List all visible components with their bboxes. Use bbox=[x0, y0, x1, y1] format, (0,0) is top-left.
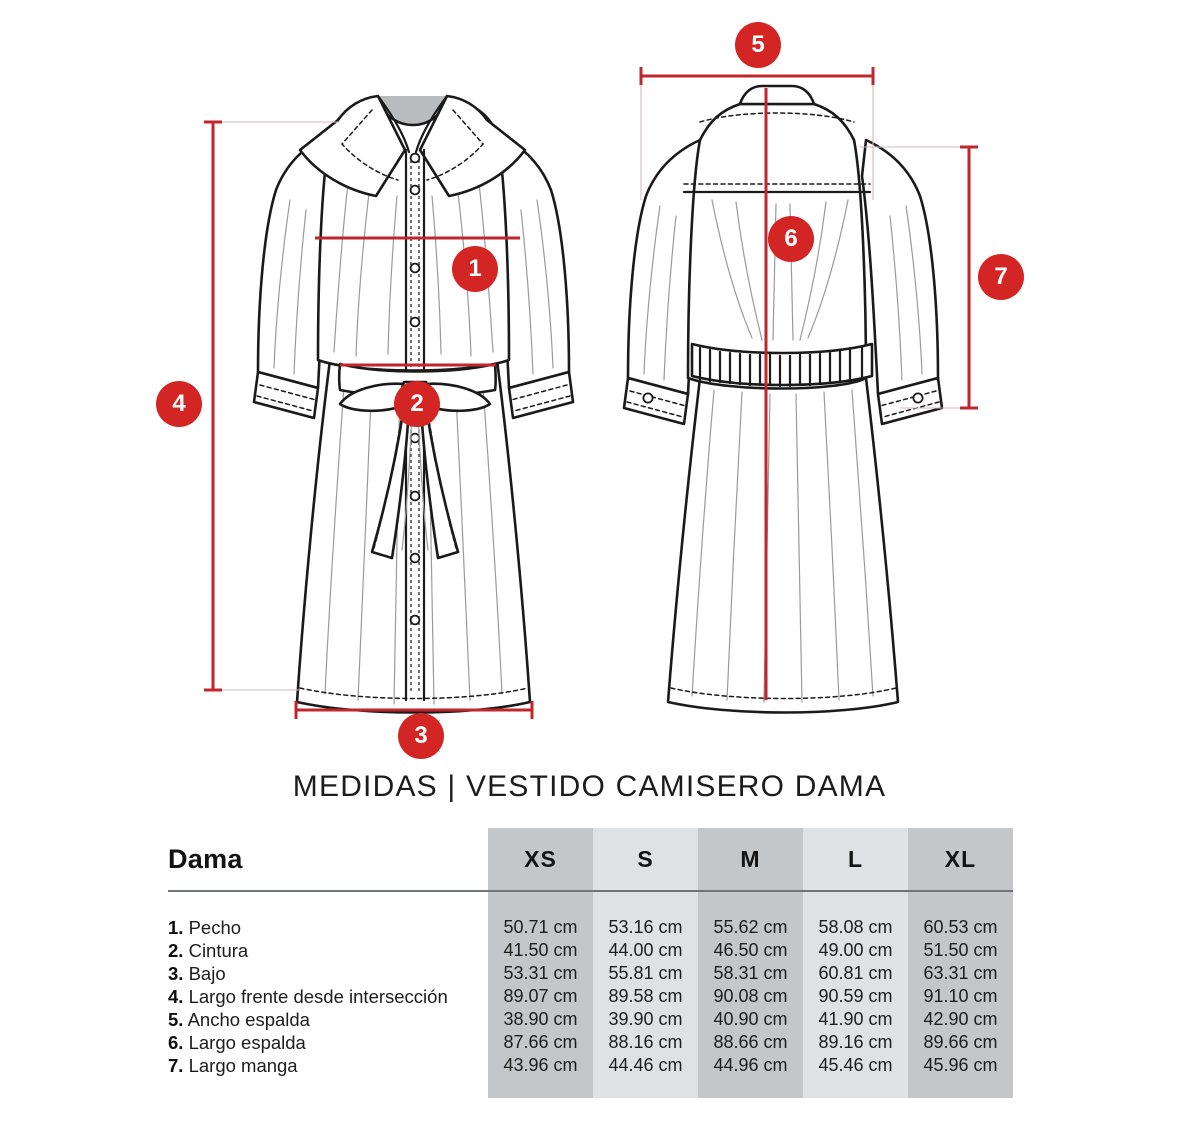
row-number-7: 7. bbox=[168, 1054, 184, 1076]
brand-label: Dama bbox=[168, 843, 243, 874]
row-label-3: 3. Bajo bbox=[168, 962, 488, 985]
cell-1-xs: 50.71 cm bbox=[503, 917, 578, 937]
cell-3-m: 58.31 cm bbox=[713, 963, 788, 983]
marker-badge-2: 2 bbox=[394, 381, 440, 427]
cell-4-xs: 89.07 cm bbox=[503, 986, 578, 1006]
cell-7-s: 44.46 cm bbox=[608, 1055, 683, 1075]
front-view-group bbox=[252, 94, 575, 714]
cell-3-s: 55.81 cm bbox=[608, 963, 683, 983]
cell-5-m: 40.90 cm bbox=[713, 1009, 788, 1029]
cell-1-s: 53.16 cm bbox=[608, 917, 683, 937]
cell-3-l: 60.81 cm bbox=[818, 963, 893, 983]
marker-label-2: 2 bbox=[410, 390, 424, 417]
dimension-lines bbox=[204, 67, 978, 719]
cell-7-xs: 43.96 cm bbox=[503, 1055, 578, 1075]
row-number-2: 2. bbox=[168, 939, 184, 961]
cell-6-s: 88.16 cm bbox=[608, 1032, 683, 1052]
elastic-waistband bbox=[690, 342, 874, 388]
cell-5-xs: 38.90 cm bbox=[503, 1009, 578, 1029]
row-label-6: 6. Largo espalda bbox=[168, 1031, 488, 1054]
cell-6-xl: 89.66 cm bbox=[923, 1032, 998, 1052]
cell-1-m: 55.62 cm bbox=[713, 917, 788, 937]
cell-2-s: 44.00 cm bbox=[608, 940, 683, 960]
size-chart: Dama XS S M L XL 1. Pecho 50.71 cm 53.16… bbox=[168, 828, 1013, 1077]
row-label-2: 2. Cintura bbox=[168, 939, 488, 962]
header-divider bbox=[168, 890, 1013, 892]
size-header-l: L bbox=[847, 845, 864, 872]
size-header-m: M bbox=[740, 845, 761, 872]
size-header-s: S bbox=[637, 845, 654, 872]
cell-6-l: 89.16 cm bbox=[818, 1032, 893, 1052]
row-number-1: 1. bbox=[168, 916, 184, 938]
row-label-1: 1. Pecho bbox=[168, 916, 488, 939]
row-text-6: Largo espalda bbox=[188, 1031, 306, 1053]
table-row: 5. Ancho espalda 38.90 cm 39.90 cm 40.90… bbox=[168, 1008, 1013, 1031]
cell-4-l: 90.59 cm bbox=[818, 986, 893, 1006]
marker-badge-1: 1 bbox=[452, 246, 498, 292]
cell-4-m: 90.08 cm bbox=[713, 986, 788, 1006]
cell-5-xl: 42.90 cm bbox=[923, 1009, 998, 1029]
row-text-3: Bajo bbox=[188, 962, 226, 984]
table-row: 1. Pecho 50.71 cm 53.16 cm 55.62 cm 58.0… bbox=[168, 916, 1013, 939]
table-row: 6. Largo espalda 87.66 cm 88.16 cm 88.66… bbox=[168, 1031, 1013, 1054]
table-row: 4. Largo frente desde intersección 89.07… bbox=[168, 985, 1013, 1008]
size-header-xs: XS bbox=[524, 845, 557, 872]
marker-badge-7: 7 bbox=[978, 254, 1024, 300]
marker-badge-4: 4 bbox=[156, 381, 202, 427]
table-header: Dama XS S M L XL bbox=[168, 828, 1013, 890]
cell-2-m: 46.50 cm bbox=[713, 940, 788, 960]
row-number-4: 4. bbox=[168, 985, 184, 1007]
cell-6-m: 88.66 cm bbox=[713, 1032, 788, 1052]
cell-7-l: 45.46 cm bbox=[818, 1055, 893, 1075]
marker-badge-6: 6 bbox=[768, 216, 814, 262]
row-text-4: Largo frente desde intersección bbox=[188, 985, 448, 1007]
marker-badge-3: 3 bbox=[398, 713, 444, 759]
page-title: MEDIDAS | VESTIDO CAMISERO DAMA bbox=[292, 770, 887, 803]
spacer-cell bbox=[168, 890, 1013, 916]
cell-2-xl: 51.50 cm bbox=[923, 940, 998, 960]
cell-6-xs: 87.66 cm bbox=[503, 1032, 578, 1052]
cell-3-xs: 53.31 cm bbox=[503, 963, 578, 983]
table-row: 7. Largo manga 43.96 cm 44.46 cm 44.96 c… bbox=[168, 1054, 1013, 1077]
row-label-5: 5. Ancho espalda bbox=[168, 1008, 488, 1031]
cell-7-m: 44.96 cm bbox=[713, 1055, 788, 1075]
cell-7-xl: 45.96 cm bbox=[923, 1055, 998, 1075]
row-label-4: 4. Largo frente desde intersección bbox=[168, 985, 488, 1008]
cell-4-xl: 91.10 cm bbox=[923, 986, 998, 1006]
row-label-7: 7. Largo manga bbox=[168, 1054, 488, 1077]
row-text-7: Largo manga bbox=[188, 1054, 298, 1076]
table-row: 2. Cintura 41.50 cm 44.00 cm 46.50 cm 49… bbox=[168, 939, 1013, 962]
marker-label-1: 1 bbox=[468, 255, 482, 282]
cell-4-s: 89.58 cm bbox=[608, 986, 683, 1006]
cell-2-l: 49.00 cm bbox=[818, 940, 893, 960]
row-number-5: 5. bbox=[168, 1008, 184, 1030]
cell-2-xs: 41.50 cm bbox=[503, 940, 578, 960]
marker-label-6: 6 bbox=[784, 225, 798, 252]
size-header-xl: XL bbox=[944, 845, 977, 872]
spacer-row bbox=[168, 890, 1013, 916]
garment-illustration: .ol { fill:#ffffff; stroke:#1a1a1a; stro… bbox=[156, 22, 1024, 759]
marker-badge-5: 5 bbox=[735, 22, 781, 68]
marker-label-3: 3 bbox=[414, 722, 428, 749]
buttons bbox=[409, 152, 421, 626]
measurements-table: Dama XS S M L XL 1. Pecho 50.71 cm 53.16… bbox=[168, 828, 1013, 1098]
marker-label-4: 4 bbox=[172, 390, 186, 417]
row-text-1: Pecho bbox=[188, 916, 242, 938]
marker-label-5: 5 bbox=[751, 31, 765, 58]
marker-label-7: 7 bbox=[994, 263, 1008, 290]
row-text-5: Ancho espalda bbox=[187, 1008, 310, 1030]
cell-5-l: 41.90 cm bbox=[818, 1009, 893, 1029]
row-number-3: 3. bbox=[168, 962, 184, 984]
cell-1-xl: 60.53 cm bbox=[923, 917, 998, 937]
row-number-6: 6. bbox=[168, 1031, 184, 1053]
cell-3-xl: 63.31 cm bbox=[923, 963, 998, 983]
header-row: Dama XS S M L XL bbox=[168, 828, 1013, 890]
table-body: 1. Pecho 50.71 cm 53.16 cm 55.62 cm 58.0… bbox=[168, 890, 1013, 1077]
cell-5-s: 39.90 cm bbox=[608, 1009, 683, 1029]
table-row: 3. Bajo 53.31 cm 55.81 cm 58.31 cm 60.81… bbox=[168, 962, 1013, 985]
row-text-2: Cintura bbox=[188, 939, 249, 961]
cell-1-l: 58.08 cm bbox=[818, 917, 893, 937]
